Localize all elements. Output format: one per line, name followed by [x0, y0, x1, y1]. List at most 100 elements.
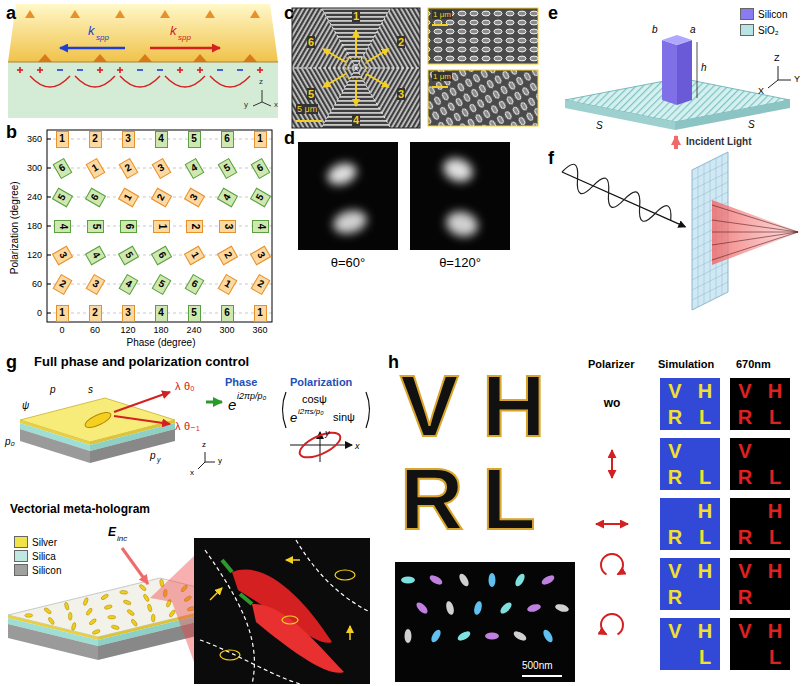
panel-letter: e — [548, 3, 558, 24]
image-letter: V — [660, 438, 690, 464]
cell-number: 4 — [120, 275, 137, 293]
illustration-path — [30, 76, 70, 87]
illustration-line — [355, 80, 357, 106]
column-header: Polarizer — [588, 358, 634, 371]
illustration-line — [47, 255, 51, 256]
simulation-image: VRL — [660, 438, 720, 490]
tick-label: 240 — [27, 192, 42, 202]
callout-number: 4 — [352, 114, 360, 127]
simulation-image: VHL — [660, 618, 720, 670]
illustration-ellipse — [83, 597, 89, 606]
illustration-line — [47, 168, 51, 169]
illustration-line — [692, 272, 728, 290]
image-letter: H — [690, 498, 720, 524]
axis-label: Z — [774, 53, 780, 63]
unit-cell-box: 1 — [117, 187, 138, 207]
illustration-line — [323, 74, 346, 87]
legend-entry: SiO₂ — [740, 24, 779, 36]
image-letter: R — [730, 584, 760, 610]
cell-number: 6 — [222, 132, 233, 146]
illustration-ellipse — [100, 593, 109, 600]
illustration-polygon — [138, 54, 152, 62]
illustration-ellipse — [71, 622, 77, 631]
unit-cell-box: 4 — [155, 131, 168, 148]
axis-label: x — [190, 468, 194, 477]
panel-heading: Full phase and polarization control — [34, 355, 249, 370]
callout-number: 1 — [352, 10, 360, 23]
axis-label: x — [274, 100, 278, 109]
axis-label: y — [244, 100, 248, 109]
illustration-polygon — [8, 624, 98, 660]
cell-number: 3 — [185, 188, 203, 205]
panel-g-metahologram — [8, 392, 370, 684]
illustration-ellipse — [25, 614, 33, 618]
column-header: 670nm — [736, 358, 771, 371]
figure-label: k — [170, 24, 177, 39]
illustration-rect — [395, 562, 575, 682]
scale-label: 500nm — [522, 660, 553, 672]
illustration-rect — [428, 70, 538, 126]
illustration-line — [355, 30, 357, 56]
unit-cell-box: 6 — [184, 273, 204, 294]
formula-part: sinψ — [333, 411, 355, 424]
legend-swatch — [14, 564, 28, 576]
illustration-line — [237, 69, 243, 71]
illustration-polygon — [20, 429, 90, 463]
formula-part: i2πp/p₀ — [237, 391, 266, 401]
illustration-line — [198, 462, 205, 469]
figure-label: p — [50, 384, 56, 396]
image-letter: H — [690, 378, 720, 404]
legend-text: Silver — [32, 537, 57, 548]
image-letter: R — [730, 524, 760, 550]
hologram-letter: V — [400, 362, 459, 450]
illustration-ellipse — [541, 628, 554, 644]
unit-cell-box: 5 — [151, 273, 171, 294]
illustration-ellipse — [151, 614, 155, 622]
unit-cell-box: 3 — [151, 157, 171, 178]
illustration-rect — [428, 8, 538, 64]
unit-cell-box: 4 — [155, 305, 168, 322]
unit-cell-box: 2 — [89, 305, 102, 322]
unit-cell-box: 5 — [188, 131, 201, 148]
tick-label: 240 — [186, 325, 201, 335]
illustration-line — [8, 62, 278, 63]
cell-number: 1 — [57, 306, 68, 320]
image-letter: L — [690, 644, 720, 670]
illustration-line — [39, 67, 41, 73]
figure-label: p — [150, 450, 156, 462]
cell-number: 2 — [188, 221, 202, 232]
figure-label: E — [108, 526, 116, 540]
illustration-path — [222, 560, 232, 572]
unit-cell-box: 6 — [221, 305, 234, 322]
formula-part: e — [228, 396, 236, 413]
legend-text: Silicon — [758, 9, 787, 20]
illustration-path — [205, 550, 254, 684]
illustration-ellipse — [139, 584, 147, 592]
hologram-letter: H — [482, 362, 546, 450]
cell-number: 6 — [186, 275, 203, 293]
image-letter: V — [730, 618, 760, 644]
illustration-line — [262, 102, 271, 106]
axis-label: x — [355, 441, 360, 451]
image-letter: H — [760, 558, 790, 584]
illustration-line — [522, 675, 562, 677]
illustration-polygon — [205, 10, 215, 18]
axis-label: X — [758, 86, 764, 96]
formula-part: e — [290, 411, 297, 426]
unit-cell-box: 2 — [186, 220, 203, 233]
panel-e-unit-cell — [565, 35, 791, 149]
image-letter: L — [760, 404, 790, 430]
illustration-path — [366, 392, 370, 428]
cell-number: 6 — [86, 188, 104, 205]
illustration-polygon — [25, 10, 35, 18]
illustration-line — [114, 416, 170, 424]
cell-number: 5 — [89, 221, 103, 232]
image-letter: R — [660, 404, 690, 430]
panel-letter: c — [284, 3, 294, 24]
illustration-polygon — [250, 10, 260, 18]
illustration-ellipse — [168, 609, 176, 618]
image-letter: H — [760, 618, 790, 644]
tick-label: 360 — [252, 325, 267, 335]
illustration-polygon — [150, 556, 194, 662]
unit-cell-box: 2 — [150, 187, 171, 207]
